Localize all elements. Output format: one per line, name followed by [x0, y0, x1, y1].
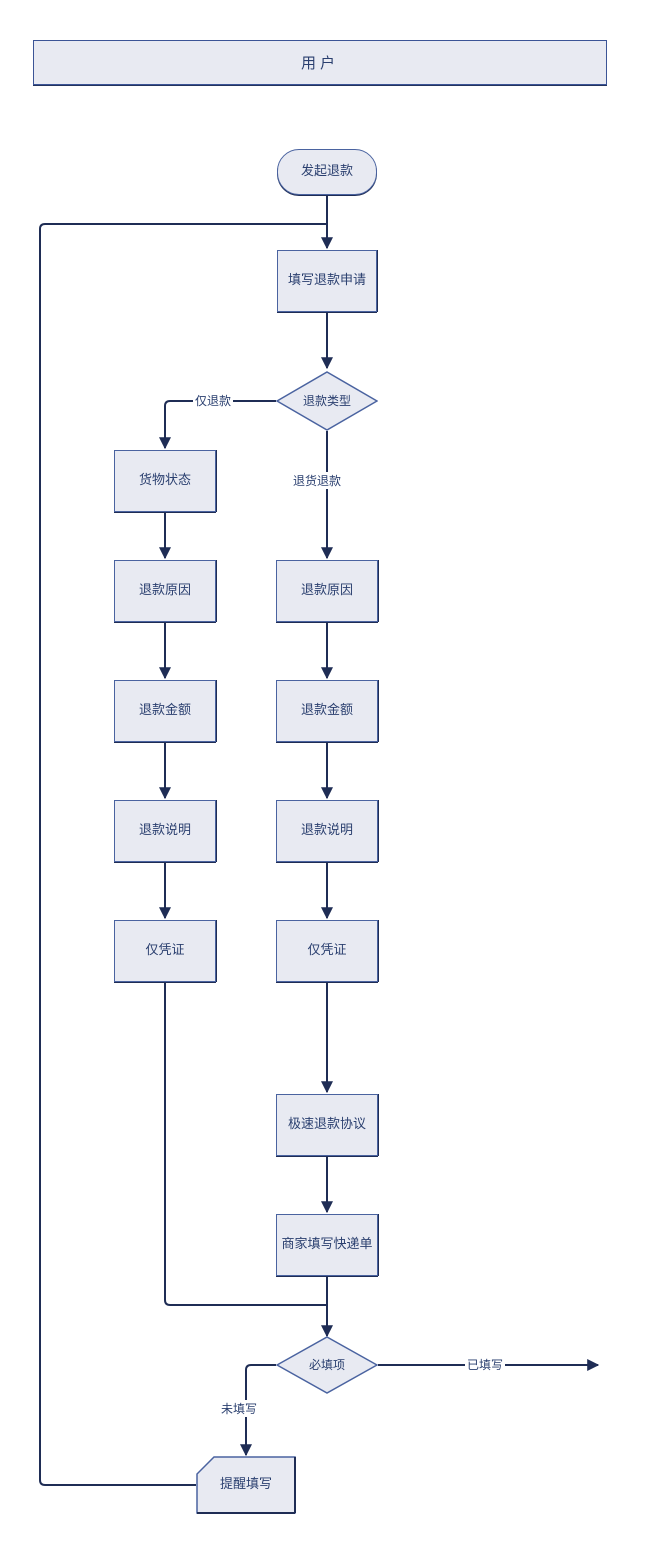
node-decision-required-fields[interactable]: 必填项 — [276, 1336, 378, 1394]
edge-label-text: 已填写 — [467, 1358, 504, 1372]
node-goods-status[interactable]: 货物状态 — [114, 450, 216, 512]
node-label: 仅凭证 — [145, 943, 185, 959]
node-label: 退款类型 — [302, 393, 351, 408]
node-remind-to-fill[interactable]: 提醒填写 — [196, 1456, 296, 1514]
node-label: 退款说明 — [138, 823, 191, 839]
node-fill-refund-application[interactable]: 填写退款申请 — [277, 250, 377, 312]
node-refund-amount-right[interactable]: 退款金额 — [276, 680, 378, 742]
node-proof-only-left[interactable]: 仅凭证 — [114, 920, 216, 982]
edge-label-text: 仅退款 — [195, 394, 232, 408]
diamond-shape — [276, 371, 378, 431]
node-label: 提醒填写 — [219, 1477, 272, 1493]
card-shape — [196, 1456, 296, 1514]
edge-label-not-filled: 未填写 — [219, 1400, 260, 1417]
node-start-refund[interactable]: 发起退款 — [277, 149, 377, 195]
node-label: 货物状态 — [138, 473, 191, 489]
node-label: 商家填写快递单 — [281, 1237, 373, 1253]
edge-label-only-refund: 仅退款 — [193, 392, 234, 409]
lane-header-label: 用户 — [300, 54, 339, 72]
node-proof-only-right[interactable]: 仅凭证 — [276, 920, 378, 982]
node-label: 极速退款协议 — [287, 1117, 366, 1133]
node-label: 必填项 — [308, 1357, 345, 1372]
node-label: 退款金额 — [300, 703, 353, 719]
edge-label-return-refund: 退货退款 — [291, 472, 344, 489]
node-merchant-fill-waybill[interactable]: 商家填写快递单 — [276, 1214, 378, 1276]
node-decision-refund-type[interactable]: 退款类型 — [276, 371, 378, 431]
node-label: 发起退款 — [300, 164, 353, 180]
edge-label-text: 未填写 — [221, 1402, 258, 1416]
lane-header-user: 用户 — [33, 40, 607, 85]
node-label: 填写退款申请 — [287, 273, 366, 289]
edge-label-filled: 已填写 — [465, 1356, 506, 1373]
node-label: 仅凭证 — [307, 943, 347, 959]
diamond-shape — [276, 1336, 378, 1394]
edge-label-text: 退货退款 — [293, 474, 342, 488]
node-refund-description-right[interactable]: 退款说明 — [276, 800, 378, 862]
node-refund-reason-left[interactable]: 退款原因 — [114, 560, 216, 622]
node-label: 退款金额 — [138, 703, 191, 719]
node-refund-reason-right[interactable]: 退款原因 — [276, 560, 378, 622]
node-refund-description-left[interactable]: 退款说明 — [114, 800, 216, 862]
node-label: 退款原因 — [300, 583, 353, 599]
node-refund-amount-left[interactable]: 退款金额 — [114, 680, 216, 742]
node-label: 退款原因 — [138, 583, 191, 599]
node-label: 退款说明 — [300, 823, 353, 839]
node-instant-refund-agreement[interactable]: 极速退款协议 — [276, 1094, 378, 1156]
